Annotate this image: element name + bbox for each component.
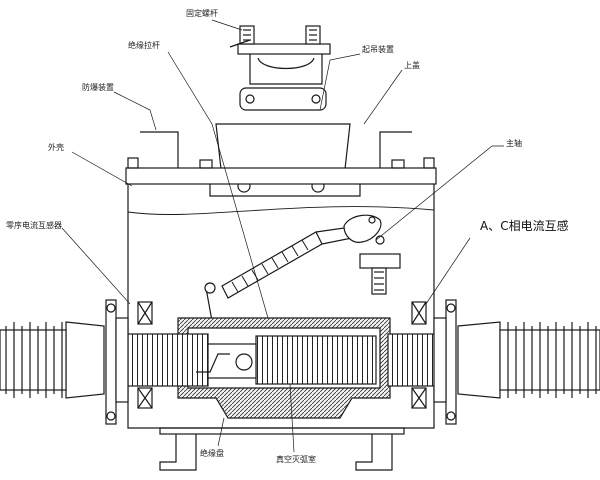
label-fixing-bolt: 固定螺杆 <box>186 9 218 18</box>
label-main-shaft: 主轴 <box>506 139 522 148</box>
label-housing: 外壳 <box>48 143 64 152</box>
label-lifting-device: 起吊装置 <box>362 45 394 54</box>
base-brackets <box>159 427 405 471</box>
label-ac-phase-ct: A、C相电流互感 <box>480 219 569 233</box>
label-insulating-tray: 绝缘盘 <box>200 449 224 458</box>
label-insulating-rod: 绝缘拉杆 <box>128 41 160 50</box>
label-zero-sequence-ct: 零序电流互感器 <box>6 221 62 230</box>
ct-boxes <box>137 301 427 409</box>
mechanism-housing <box>209 123 361 197</box>
left-bushing <box>0 321 105 399</box>
right-bushing <box>457 321 600 399</box>
label-explosion-proof: 防爆装置 <box>82 83 114 92</box>
side-flanges <box>105 299 457 425</box>
top-cover <box>125 131 437 185</box>
leader-lines <box>61 19 504 453</box>
label-top-cover: 上盖 <box>404 61 420 70</box>
main-shaft-assembly <box>343 214 401 295</box>
vacuum-interrupter <box>127 333 443 387</box>
lifting-frame <box>237 43 331 111</box>
label-vacuum-interrupter: 真空灭弧室 <box>276 455 316 464</box>
fixing-bolts <box>229 25 321 48</box>
